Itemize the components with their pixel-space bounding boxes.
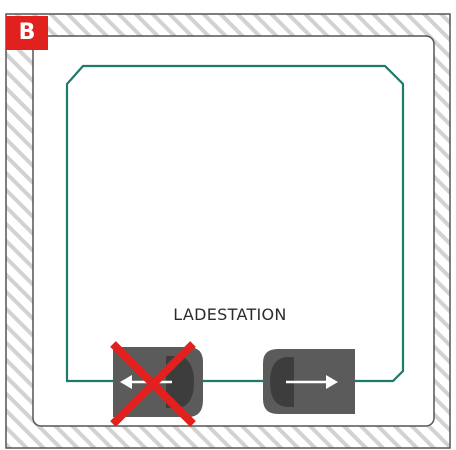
lawn-area [32,35,435,427]
boundary-wire [65,64,405,383]
figure-badge: B [6,16,48,50]
charging-station-label: LADESTATION [173,305,287,324]
robot-mower-arrow-icon [263,349,355,414]
robot-mower-cross-icon [110,341,203,427]
